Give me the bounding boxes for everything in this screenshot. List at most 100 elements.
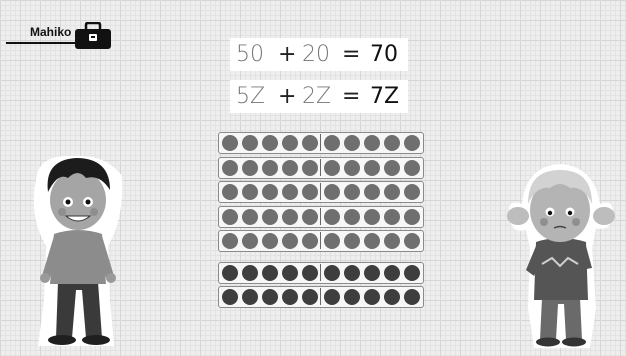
result: 70 [370, 42, 398, 67]
plus-sign: + [278, 84, 296, 109]
bead[interactable] [344, 160, 360, 176]
bead[interactable] [324, 289, 340, 305]
bead-row [218, 286, 424, 308]
bead[interactable] [282, 209, 298, 225]
bead-row [218, 157, 424, 179]
bead[interactable] [262, 184, 278, 200]
result: 7Z [370, 84, 399, 109]
bead[interactable] [324, 265, 340, 281]
bead-row [218, 262, 424, 284]
bead[interactable] [302, 233, 318, 249]
bead[interactable] [384, 209, 400, 225]
bead[interactable] [222, 289, 238, 305]
bead[interactable] [384, 184, 400, 200]
bead[interactable] [222, 233, 238, 249]
bead[interactable] [222, 135, 238, 151]
bead[interactable] [344, 209, 360, 225]
operand-a: 50 [236, 42, 264, 67]
bead[interactable] [262, 289, 278, 305]
bead-row [218, 230, 424, 252]
bead[interactable] [262, 265, 278, 281]
bead[interactable] [324, 184, 340, 200]
equals-sign: = [342, 84, 360, 109]
header-underline [6, 42, 80, 44]
rack-divider [320, 134, 321, 151]
bead-row [218, 181, 424, 203]
bead[interactable] [404, 135, 420, 151]
bead[interactable] [324, 209, 340, 225]
bead[interactable] [344, 184, 360, 200]
bead[interactable] [364, 209, 380, 225]
bead[interactable] [344, 265, 360, 281]
bead[interactable] [324, 233, 340, 249]
operand-b: 20 [302, 42, 330, 67]
bead[interactable] [302, 160, 318, 176]
bead[interactable] [302, 289, 318, 305]
bead[interactable] [242, 135, 258, 151]
rack-divider [320, 159, 321, 176]
girl-character [500, 158, 620, 352]
bead[interactable] [302, 135, 318, 151]
bead[interactable] [404, 265, 420, 281]
bead[interactable] [344, 289, 360, 305]
bead[interactable] [282, 265, 298, 281]
bead[interactable] [364, 289, 380, 305]
bead[interactable] [242, 160, 258, 176]
rack-divider [320, 183, 321, 200]
bead[interactable] [282, 135, 298, 151]
bead[interactable] [242, 233, 258, 249]
toolbox-icon[interactable] [74, 22, 112, 50]
bead[interactable] [222, 265, 238, 281]
bead[interactable] [324, 135, 340, 151]
bead-row [218, 206, 424, 228]
rack-divider [320, 288, 321, 305]
bead[interactable] [384, 135, 400, 151]
bead[interactable] [222, 209, 238, 225]
bead[interactable] [404, 233, 420, 249]
bead[interactable] [282, 160, 298, 176]
bead[interactable] [384, 160, 400, 176]
boy-character [28, 150, 128, 350]
bead[interactable] [364, 160, 380, 176]
bead[interactable] [302, 184, 318, 200]
bead[interactable] [302, 209, 318, 225]
bead[interactable] [364, 135, 380, 151]
bead[interactable] [384, 289, 400, 305]
rack-divider [320, 264, 321, 281]
equals-sign: = [342, 42, 360, 67]
bead[interactable] [262, 233, 278, 249]
bead[interactable] [262, 160, 278, 176]
bead[interactable] [384, 265, 400, 281]
bead[interactable] [364, 233, 380, 249]
bead[interactable] [242, 184, 258, 200]
bead[interactable] [364, 184, 380, 200]
bead[interactable] [282, 184, 298, 200]
operand-a: 5Z [236, 84, 265, 109]
operand-b: 2Z [302, 84, 331, 109]
bead-row [218, 132, 424, 154]
bead[interactable] [324, 160, 340, 176]
bead[interactable] [282, 289, 298, 305]
bead[interactable] [262, 135, 278, 151]
bead[interactable] [404, 289, 420, 305]
bead[interactable] [262, 209, 278, 225]
bead[interactable] [242, 209, 258, 225]
bead[interactable] [404, 160, 420, 176]
bead[interactable] [242, 289, 258, 305]
bead[interactable] [344, 233, 360, 249]
plus-sign: + [278, 42, 296, 67]
bead[interactable] [242, 265, 258, 281]
bead[interactable] [384, 233, 400, 249]
bead[interactable] [404, 184, 420, 200]
bead[interactable] [282, 233, 298, 249]
rack-divider [320, 208, 321, 225]
bead[interactable] [222, 184, 238, 200]
brand-label: Mahiko [30, 25, 71, 39]
bead[interactable] [404, 209, 420, 225]
bead[interactable] [222, 160, 238, 176]
rack-divider [320, 232, 321, 249]
bead[interactable] [364, 265, 380, 281]
bead[interactable] [302, 265, 318, 281]
bead[interactable] [344, 135, 360, 151]
